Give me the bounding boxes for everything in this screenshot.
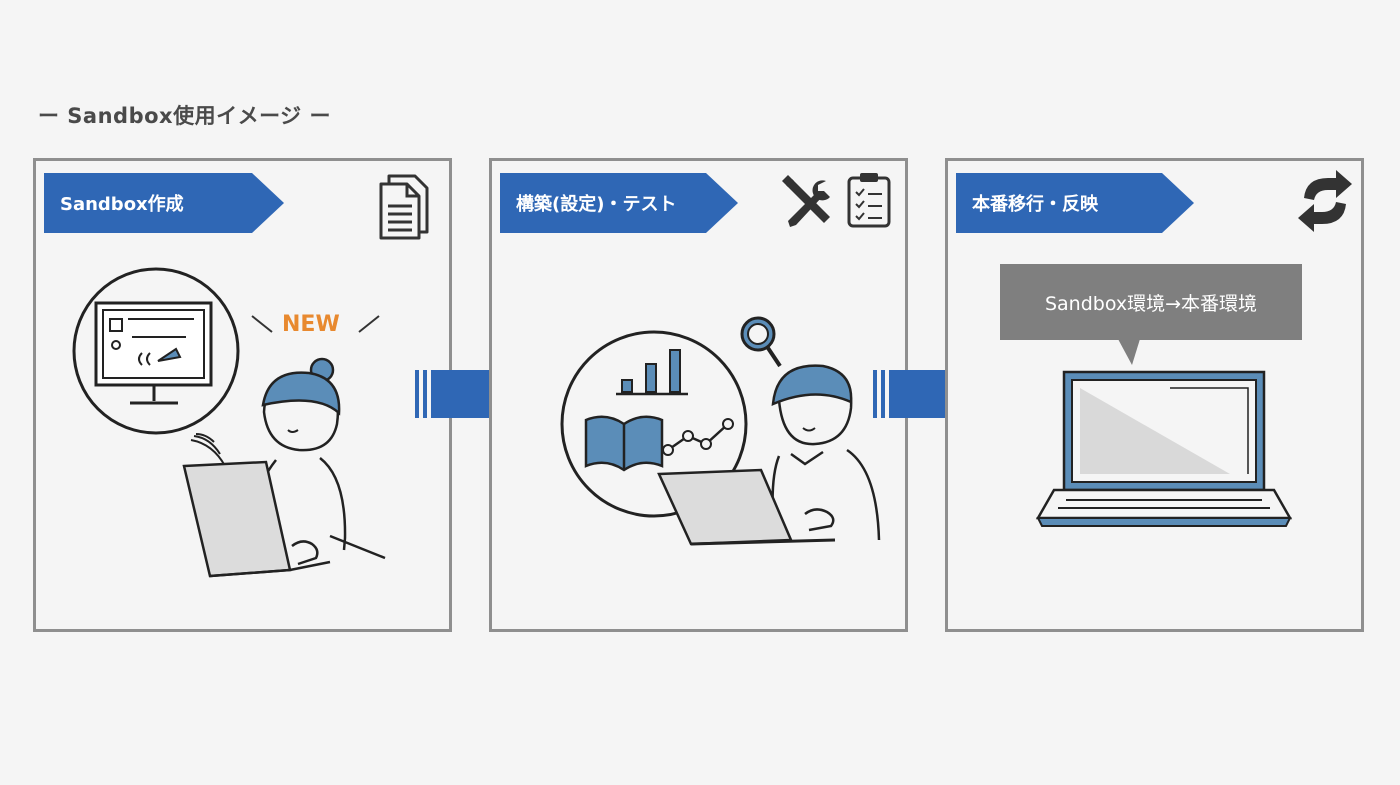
- step-label-build-test: 構築(設定)・テスト: [500, 173, 738, 233]
- new-badge-marks: [251, 315, 380, 333]
- step-label-sandbox-create: Sandbox作成: [44, 173, 284, 233]
- magnifier-icon: [740, 316, 782, 368]
- laptop-illustration: [1035, 370, 1293, 527]
- tools-icon: [782, 175, 830, 227]
- speech-bubble: Sandbox環境→本番環境: [1000, 264, 1302, 340]
- new-badge: NEW: [282, 312, 340, 337]
- monitor-bubble-illustration: [72, 267, 240, 435]
- refresh-icon: [1298, 170, 1352, 232]
- analysis-bubble-illustration: [560, 330, 748, 518]
- woman-laptop-illustration: [182, 357, 386, 578]
- man-laptop-illustration: [657, 364, 881, 546]
- page-title: ー Sandbox使用イメージ ー: [38, 104, 331, 128]
- checklist-icon: [847, 173, 891, 228]
- step-label-production-deploy: 本番移行・反映: [956, 173, 1194, 233]
- document-icon: [379, 174, 429, 240]
- speech-bubble-tail: [1118, 339, 1140, 365]
